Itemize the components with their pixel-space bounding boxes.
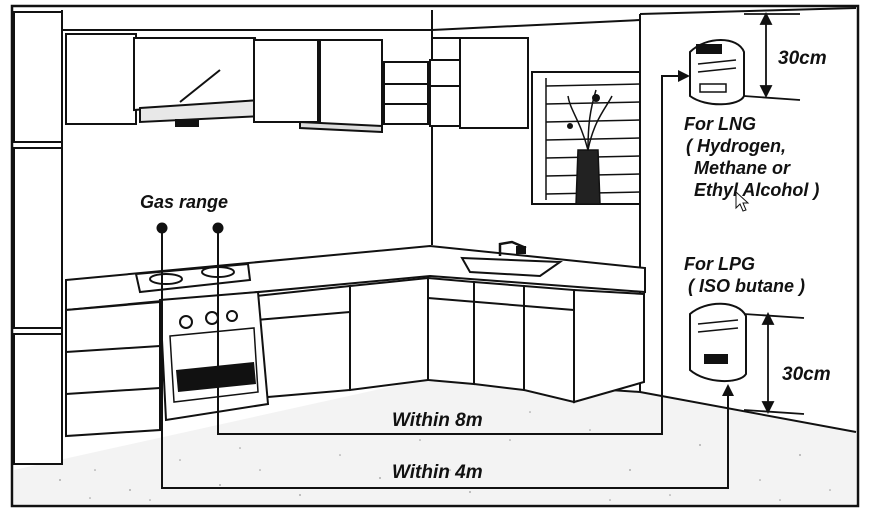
bottom-dimension-marker (743, 311, 805, 415)
lng-label-line2: ( Hydrogen, (686, 136, 786, 156)
within-8m-label: Within 8m (392, 410, 483, 431)
lng-detector-icon (689, 39, 745, 106)
within-4m-line (161, 228, 729, 489)
floor (14, 378, 856, 504)
gas-range-point-left (156, 222, 168, 234)
gas-range-point-right (212, 222, 224, 234)
lpg-arrow-icon (722, 384, 734, 396)
top-distance-label: 30cm (778, 48, 827, 69)
counter-and-base-cabinets (65, 244, 646, 438)
lpg-detector-icon (689, 302, 747, 383)
within-8m-line (217, 75, 682, 435)
vase-with-plant (567, 89, 613, 205)
window (531, 71, 641, 205)
sink (460, 240, 563, 278)
gas-range-appliance (134, 262, 270, 422)
upper-cabinets (65, 33, 529, 134)
top-dimension-marker (743, 11, 801, 101)
lng-arrow-icon (678, 70, 690, 82)
lng-label-line3: Methane or (694, 158, 791, 178)
left-tall-cabinet (13, 11, 63, 465)
lng-label-line4: Ethyl Alcohol ) (694, 180, 819, 200)
gas-range-label: Gas range (140, 192, 228, 212)
lpg-label-line1: For LPG (684, 254, 755, 274)
bottom-distance-label: 30cm (782, 364, 831, 385)
within-4m-label: Within 4m (392, 462, 483, 483)
mouse-cursor-icon (735, 190, 750, 212)
lpg-label-line2: ( ISO butane ) (688, 276, 805, 296)
lng-label-line1: For LNG (684, 114, 756, 134)
